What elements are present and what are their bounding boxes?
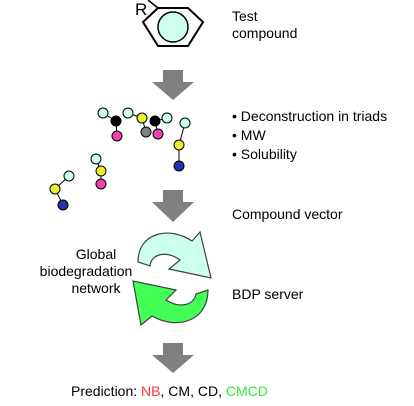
prediction-class-cm: CM [168,383,191,399]
prediction-separator: , [190,383,198,399]
test-compound-caption-line-2: compound [232,25,298,41]
global-network-label-line-3: network [71,280,121,296]
prediction-line: Prediction: NB, CM, CD, CMCD [71,383,268,400]
prediction-separator: , [218,383,226,399]
triads-group [49,107,191,211]
global-network-label-line-1: Global [75,246,117,262]
bullet-item: Solubility [232,145,387,164]
down-arrow-3-icon [152,343,194,373]
prediction-prefix: Prediction: [71,383,142,399]
prediction-class-cd: CD [197,383,219,399]
triad-6 [49,170,75,211]
benzene-ring-icon [141,0,205,47]
prediction-class-cmcd: CMCD [225,383,268,399]
triad-5 [90,153,107,190]
triad-1 [97,107,123,142]
r-group-label: R [135,0,148,19]
prediction-separator: , [160,383,169,399]
down-arrow-1-icon [152,70,194,100]
global-network-label: Global biodegradation network [40,246,140,297]
cycle-arrow-bottom [132,280,209,327]
cycle-arrow-top [137,230,212,279]
deconstruction-bullet-list: Deconstruction in triads MW Solubility [232,107,387,164]
compound-vector-label: Compound vector [232,206,343,222]
r-bond-line [147,0,159,9]
triad-2 [122,107,152,138]
global-network-label-line-2: biodegradation [39,263,133,279]
bullet-item: MW [232,126,387,145]
cycle-arrows-icon [132,230,212,327]
bdp-server-label: BDP server [232,286,304,302]
triad-4 [173,117,191,172]
test-compound-caption: Test compound [232,8,297,42]
down-arrow-2-icon [152,190,194,222]
triad-3 [149,112,173,140]
bullet-item: Deconstruction in triads [232,107,387,126]
prediction-class-nb: NB [141,383,161,399]
aromatic-ring-circle [157,11,189,43]
test-compound-caption-line-1: Test [232,8,258,24]
